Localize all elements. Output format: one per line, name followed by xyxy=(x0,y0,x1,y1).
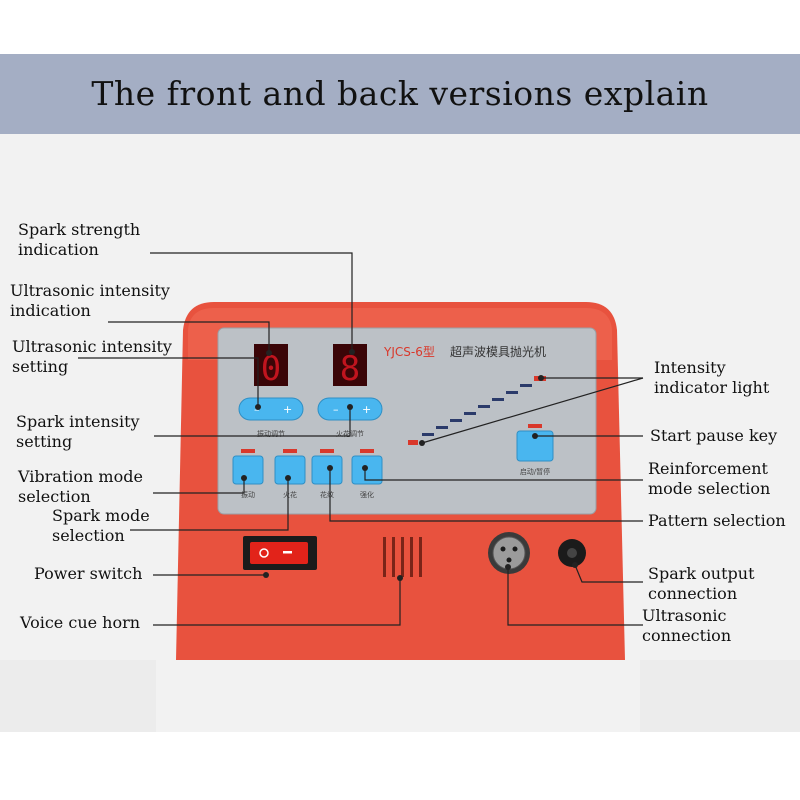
callout-reinforcement-mode-selection: Reinforcement mode selection xyxy=(648,459,771,498)
leader-dot xyxy=(255,404,261,410)
leader-dot xyxy=(285,475,291,481)
callout-spark-mode-selection: Spark mode selection xyxy=(52,506,150,545)
pattern-mode-button xyxy=(311,455,343,485)
device-name-label: 超声波模具抛光机 xyxy=(450,344,546,359)
leader-line xyxy=(153,478,245,494)
ultrasonic-display-digit: 0 xyxy=(261,349,281,389)
leader-dot xyxy=(327,465,333,471)
callout-vibration-mode-selection: Vibration mode selection xyxy=(18,467,143,506)
pattern-mode-label: 花纹 xyxy=(320,490,334,499)
connector-pin xyxy=(506,557,512,563)
callout-start-pause-key: Start pause key xyxy=(650,426,778,445)
intensity-step xyxy=(450,419,462,422)
leader-line xyxy=(364,468,643,481)
intensity-step xyxy=(464,412,476,415)
start-pause-led xyxy=(528,424,542,428)
intensity-step xyxy=(506,391,518,394)
device-model-label: YJCS-6型 xyxy=(383,345,435,359)
callout-ultrasonic-intensity-setting: Ultrasonic intensity setting xyxy=(12,337,172,376)
leader-line xyxy=(78,357,259,407)
reinforce-mode-led xyxy=(360,449,374,453)
connector-pin xyxy=(500,546,506,552)
spark-knob-minus: – xyxy=(333,403,339,416)
power-switch-o-mark xyxy=(259,548,269,558)
leader-line xyxy=(574,564,643,583)
speaker-slot xyxy=(401,537,404,577)
callout-voice-cue-horn: Voice cue horn xyxy=(20,613,141,632)
background-strip-left xyxy=(0,660,156,732)
leader-line xyxy=(421,377,644,444)
start-pause-label: 启动/暂停 xyxy=(520,467,550,476)
leader-dot xyxy=(241,475,247,481)
leader-line xyxy=(154,407,351,437)
page-title: The front and back versions explain xyxy=(91,74,709,113)
spark-mode-label: 火花 xyxy=(283,490,297,499)
power-switch-i-mark xyxy=(283,551,292,554)
title-banner xyxy=(0,54,800,134)
leader-dot xyxy=(538,375,544,381)
leader-dot xyxy=(263,572,269,578)
spark-mode-led xyxy=(283,449,297,453)
leader-dot xyxy=(397,575,403,581)
leader-line xyxy=(507,567,643,626)
leader-dot xyxy=(347,404,353,410)
leader-dot xyxy=(266,350,272,356)
power-switch-rocker xyxy=(250,542,308,564)
spark-display-digit: 8 xyxy=(340,349,360,389)
speaker-slot xyxy=(410,537,413,577)
leader-line xyxy=(108,321,270,353)
spark-output-connector-hole xyxy=(567,548,577,558)
speaker-slot xyxy=(392,537,395,577)
background-strip-right xyxy=(640,660,800,732)
intensity-step xyxy=(492,398,504,401)
leader-dot xyxy=(349,349,355,355)
spark-mode-button xyxy=(274,455,306,485)
ultrasonic-knob-label: 振动调节 xyxy=(257,429,285,438)
intensity-step xyxy=(422,433,434,436)
leader-dot xyxy=(532,433,538,439)
speaker-slot xyxy=(383,537,386,577)
intensity-step xyxy=(520,384,532,387)
speaker-slot xyxy=(419,537,422,577)
reinforce-mode-label: 强化 xyxy=(360,490,374,499)
spark-knob-plus: + xyxy=(362,403,371,416)
vibration-mode-label: 振动 xyxy=(241,490,255,499)
intensity-step xyxy=(478,405,490,408)
leader-lines xyxy=(78,252,644,626)
callout-spark-output-connection: Spark output connection xyxy=(648,564,755,603)
leader-line xyxy=(153,578,401,626)
ultrasonic-knob xyxy=(238,397,304,421)
pattern-mode-led xyxy=(320,449,334,453)
leader-line xyxy=(329,468,643,522)
callout-spark-intensity-setting: Spark intensity setting xyxy=(16,412,140,451)
leader-dot xyxy=(505,564,511,570)
vibration-mode-led xyxy=(241,449,255,453)
speaker-grille xyxy=(383,537,422,577)
callout-pattern-selection: Pattern selection xyxy=(648,511,786,530)
start-pause-button xyxy=(516,430,554,462)
ultrasonic-knob-plus: + xyxy=(283,403,292,416)
leader-endpoints xyxy=(241,349,578,581)
callout-spark-strength-indication: Spark strength indication xyxy=(18,220,141,259)
callout-intensity-indicator-light: Intensity indicator light xyxy=(654,358,770,397)
leader-dot xyxy=(419,440,425,446)
leader-line xyxy=(150,252,353,352)
callout-ultrasonic-connection: Ultrasonic connection xyxy=(642,606,732,645)
intensity-led xyxy=(408,440,418,445)
intensity-step xyxy=(436,426,448,429)
leader-dot xyxy=(572,562,578,568)
callout-ultrasonic-intensity-indication: Ultrasonic intensity indication xyxy=(10,281,170,320)
leader-line xyxy=(130,478,289,531)
connector-pin xyxy=(512,546,518,552)
callout-power-switch: Power switch xyxy=(34,564,143,583)
vibration-mode-button xyxy=(232,455,264,485)
leader-dot xyxy=(362,465,368,471)
